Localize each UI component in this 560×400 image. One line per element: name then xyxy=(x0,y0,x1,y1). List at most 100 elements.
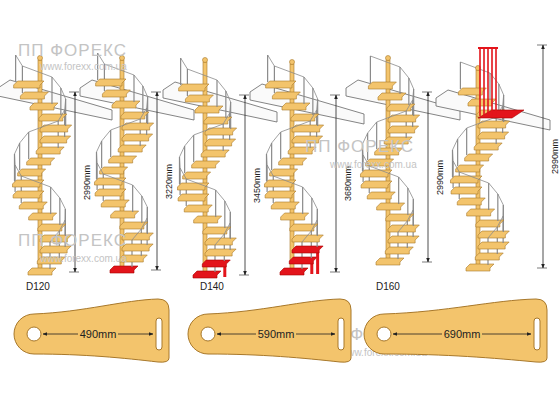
tread xyxy=(467,209,495,216)
baluster xyxy=(498,84,499,111)
pole-hole xyxy=(377,327,391,341)
tread xyxy=(272,92,300,99)
tread xyxy=(367,192,395,199)
pole-cap xyxy=(203,58,208,63)
tread xyxy=(205,238,236,245)
tread xyxy=(112,101,140,108)
tread xyxy=(96,79,126,86)
extension-line xyxy=(422,262,432,263)
baluster xyxy=(22,66,23,93)
watermark-url: www.forexx.com.ua xyxy=(40,62,127,72)
tread xyxy=(388,236,419,243)
tread xyxy=(122,134,153,141)
dimension-label: 3220mm xyxy=(165,163,174,198)
tread xyxy=(289,257,317,264)
baluster xyxy=(19,143,20,170)
tread xyxy=(279,158,307,165)
baluster xyxy=(460,62,461,89)
extension-line xyxy=(239,95,249,96)
baluster xyxy=(28,132,29,159)
dimension-line xyxy=(543,45,544,268)
tread xyxy=(271,202,299,209)
extension-line xyxy=(330,272,340,273)
tread xyxy=(205,249,236,256)
baluster xyxy=(225,91,226,118)
baluster-slot xyxy=(156,318,162,350)
tread xyxy=(475,253,503,260)
dimension-label: 690mm xyxy=(442,329,483,340)
extension-line xyxy=(69,92,79,93)
spiral-staircase xyxy=(436,48,550,271)
tread xyxy=(201,150,229,157)
baluster xyxy=(101,141,102,168)
pole-cap xyxy=(386,56,391,61)
tread xyxy=(14,81,44,88)
tread xyxy=(377,203,405,210)
baluster xyxy=(489,73,490,100)
tread xyxy=(29,213,57,220)
model-label: D160 xyxy=(376,282,400,292)
tread-shape xyxy=(188,299,351,362)
tread xyxy=(95,189,126,196)
tread xyxy=(38,224,66,231)
baluster xyxy=(312,88,313,115)
tread xyxy=(368,82,396,89)
tread xyxy=(385,247,413,254)
tread xyxy=(39,114,67,121)
tread xyxy=(40,136,71,143)
baluster xyxy=(488,183,489,210)
tread xyxy=(378,93,406,100)
tread xyxy=(18,169,46,176)
baluster xyxy=(408,78,409,105)
baluster xyxy=(271,143,272,170)
baluster xyxy=(215,190,216,217)
extension-line xyxy=(151,270,161,271)
model-label: D140 xyxy=(200,282,224,292)
baluster xyxy=(59,198,60,225)
baluster xyxy=(193,135,194,162)
baluster xyxy=(370,56,371,83)
tread xyxy=(94,178,126,185)
tread xyxy=(192,161,220,168)
tread xyxy=(28,268,56,275)
tread xyxy=(120,222,148,229)
model-label: D120 xyxy=(26,282,50,292)
tread xyxy=(388,126,419,133)
extension-line xyxy=(330,95,340,96)
tread xyxy=(361,181,392,188)
baluster xyxy=(187,69,188,96)
baluster xyxy=(280,132,281,159)
red-baluster xyxy=(479,48,481,116)
tread xyxy=(20,92,48,99)
baluster-slot xyxy=(338,318,344,350)
pole-hole xyxy=(27,327,41,341)
dimension-line xyxy=(245,95,246,275)
handrail xyxy=(96,53,147,240)
tread xyxy=(110,266,138,273)
tread xyxy=(177,183,209,190)
tread xyxy=(466,264,494,271)
tread xyxy=(178,194,209,201)
handrail xyxy=(179,58,230,245)
dimension-label: 3680mm xyxy=(344,166,353,201)
ceiling-slab xyxy=(436,90,550,130)
dimension-label: 590mm xyxy=(256,329,297,340)
baluster xyxy=(184,146,185,173)
step-shape: D140 590mm xyxy=(186,280,354,366)
tread xyxy=(102,90,130,97)
tread xyxy=(12,180,44,187)
tread xyxy=(265,191,296,198)
tread xyxy=(280,268,308,275)
tread xyxy=(465,154,493,161)
tread xyxy=(179,84,209,91)
tread xyxy=(476,220,504,227)
tread xyxy=(121,112,149,119)
tread xyxy=(290,224,318,231)
baluster xyxy=(399,67,400,94)
baluster-slot xyxy=(534,318,540,350)
baluster xyxy=(398,177,399,204)
tread xyxy=(270,169,298,176)
baluster xyxy=(50,187,51,214)
tread xyxy=(183,172,211,179)
extension-line xyxy=(151,92,161,93)
